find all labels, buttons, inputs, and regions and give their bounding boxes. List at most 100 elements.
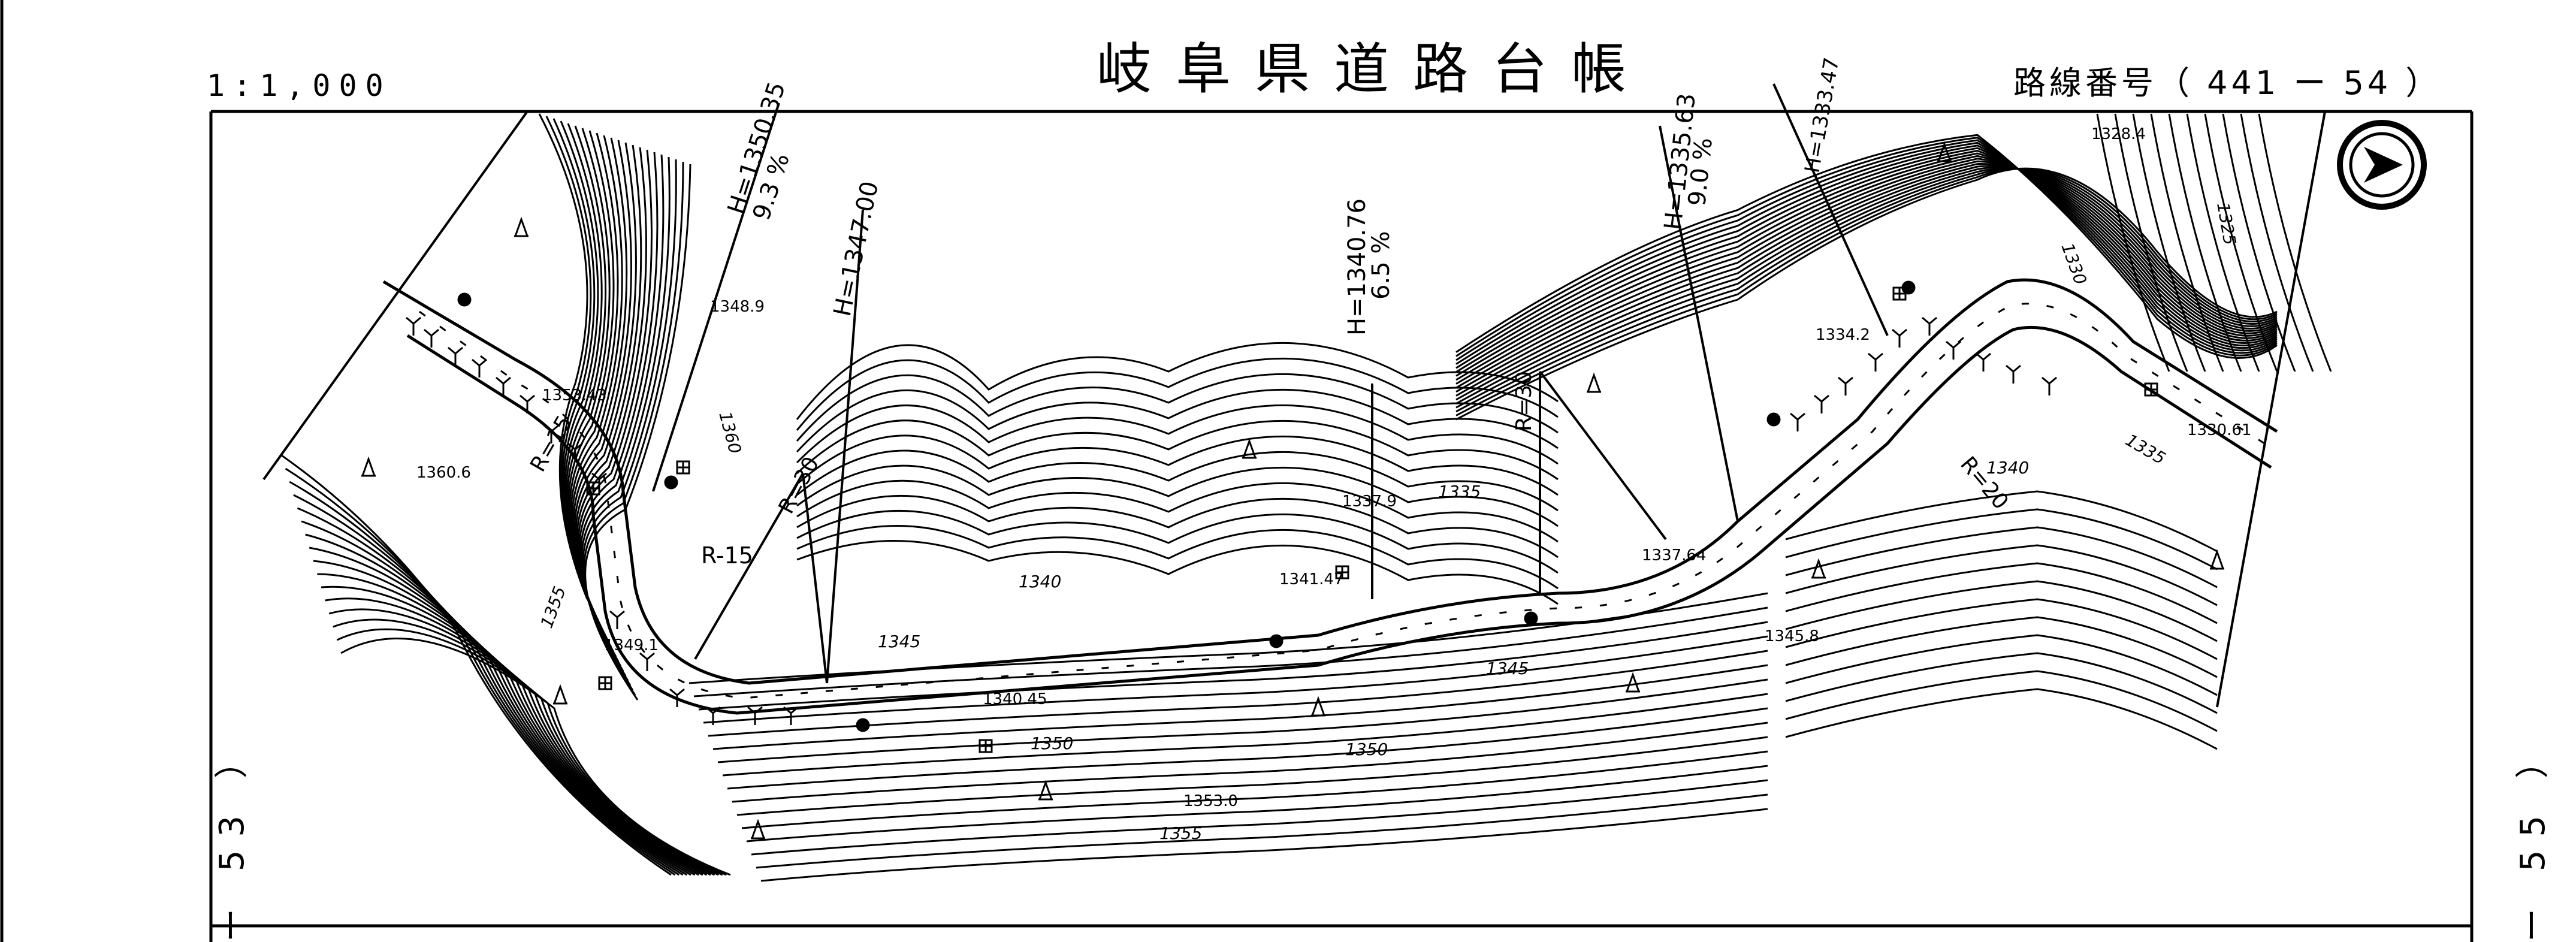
contour-line (1785, 652, 2218, 714)
mark-symbol (514, 216, 529, 237)
mark-symbol (1311, 696, 1325, 717)
contour-line (736, 736, 1768, 816)
height-label: H=1333.47 (1800, 56, 1844, 175)
vegetation-symbol (1892, 328, 1907, 348)
contour-line (1785, 526, 2218, 588)
vegetation-symbol (1838, 376, 1853, 395)
contour-line (2132, 113, 2206, 372)
contour-line (1455, 144, 2278, 369)
contour-line (796, 494, 1559, 558)
contour-line (333, 618, 723, 876)
grade-label: 6.5 % (1367, 231, 1395, 300)
vegetation-symbol (783, 706, 799, 725)
vegetation-symbol (1790, 412, 1805, 431)
vegetation-symbol (669, 688, 685, 707)
contour-line (796, 404, 1559, 465)
contour-line (1455, 134, 2278, 359)
radius-label: R-15 (701, 542, 753, 569)
contour-line (1785, 688, 2218, 750)
contour-line (698, 621, 1768, 711)
contour-line (2096, 113, 2170, 372)
mark-symbol (1626, 672, 1640, 693)
vegetation-symbol (448, 346, 463, 366)
contour-line (2150, 113, 2224, 372)
contour-line (1785, 598, 2218, 660)
contour-line (796, 509, 1559, 574)
contour-label: 1340 (1019, 572, 1061, 591)
elevation-label: 1337.9 (1342, 493, 1397, 511)
contour-line (703, 635, 1768, 724)
contour-line (1785, 508, 2218, 570)
mark-symbol (1038, 780, 1053, 801)
contour-line (693, 606, 1768, 698)
contour-line (1785, 580, 2218, 642)
vegetation-symbol (639, 652, 655, 671)
contour-line (1455, 147, 2278, 373)
vegetation-symbol (496, 376, 511, 395)
contour-line (2222, 113, 2296, 372)
landmark-dot (664, 475, 678, 490)
vegetation-symbol (609, 610, 625, 629)
elevation-label: 1348.9 (710, 298, 765, 316)
contour-line (1785, 544, 2218, 606)
map-frame (209, 110, 2474, 942)
contour-line (796, 388, 1559, 453)
vegetation-symbol (424, 328, 439, 348)
contour-line (340, 638, 731, 876)
mark-symbol (1937, 141, 1952, 162)
contour-line (796, 449, 1559, 512)
survey-boundary (262, 110, 2326, 708)
contour-line (2204, 113, 2278, 372)
elevation-label: 1345.8 (1765, 627, 1819, 645)
contour-line (796, 434, 1559, 496)
contour-line (727, 707, 1768, 790)
page-title: 岐阜県道路台帳 (1097, 37, 1651, 101)
height-label: H=1347.00 (829, 179, 884, 319)
contour-line (1455, 137, 2278, 357)
contour-line (688, 592, 1768, 684)
radius-label: R=30 (1512, 371, 1536, 431)
contour-line (2168, 113, 2242, 372)
contour-line (1455, 158, 2278, 389)
contour-line (584, 164, 691, 701)
contour-line (717, 678, 1768, 763)
road-corridor (382, 278, 2278, 715)
vegetation-symbol (1814, 394, 1829, 413)
landmark-dot (457, 292, 472, 307)
elevation-label: 1337.64 (1642, 547, 1707, 564)
contour-label: 1335 (2122, 430, 2169, 468)
vegetation-symbol (520, 394, 535, 413)
mark-symbol (2210, 549, 2224, 570)
contour-line (741, 750, 1768, 829)
contour-line (285, 467, 676, 876)
landmark-dot (1269, 634, 1284, 648)
radius-label: R=30 (774, 453, 825, 518)
vegetation-symbol (1922, 316, 1937, 336)
contour-line (796, 342, 1559, 420)
elevation-label: 1334.2 (1816, 326, 1870, 344)
contour-line (722, 693, 1768, 777)
map-annotations: H=1350.35 9.3 % H=1347.00 H=1340.76 6.5 … (416, 56, 2252, 843)
contour-line (796, 540, 1559, 605)
vegetation-symbol (705, 706, 721, 725)
contour-label: 1355 (537, 584, 570, 630)
contour-line (1455, 160, 2278, 393)
contour-label: 1345 (878, 632, 920, 651)
vegetation-symbol (567, 442, 583, 461)
mark-symbol (553, 684, 567, 705)
contour-line (796, 525, 1559, 590)
leader-lines (652, 83, 1889, 684)
mark-symbol (751, 819, 765, 840)
contour-line (2240, 113, 2314, 372)
contour-label: 1350 (1031, 733, 1073, 753)
landmark-dot (1524, 611, 1538, 626)
elevation-label: 1349.1 (604, 636, 659, 654)
vegetation-symbol (472, 358, 487, 378)
vegetation-symbol (406, 316, 421, 336)
contour-line (796, 419, 1559, 481)
contour-line (1455, 166, 2278, 404)
mark-symbol (1811, 558, 1826, 579)
vegetation-symbol (543, 424, 559, 443)
vegetation-symbol (747, 706, 763, 725)
